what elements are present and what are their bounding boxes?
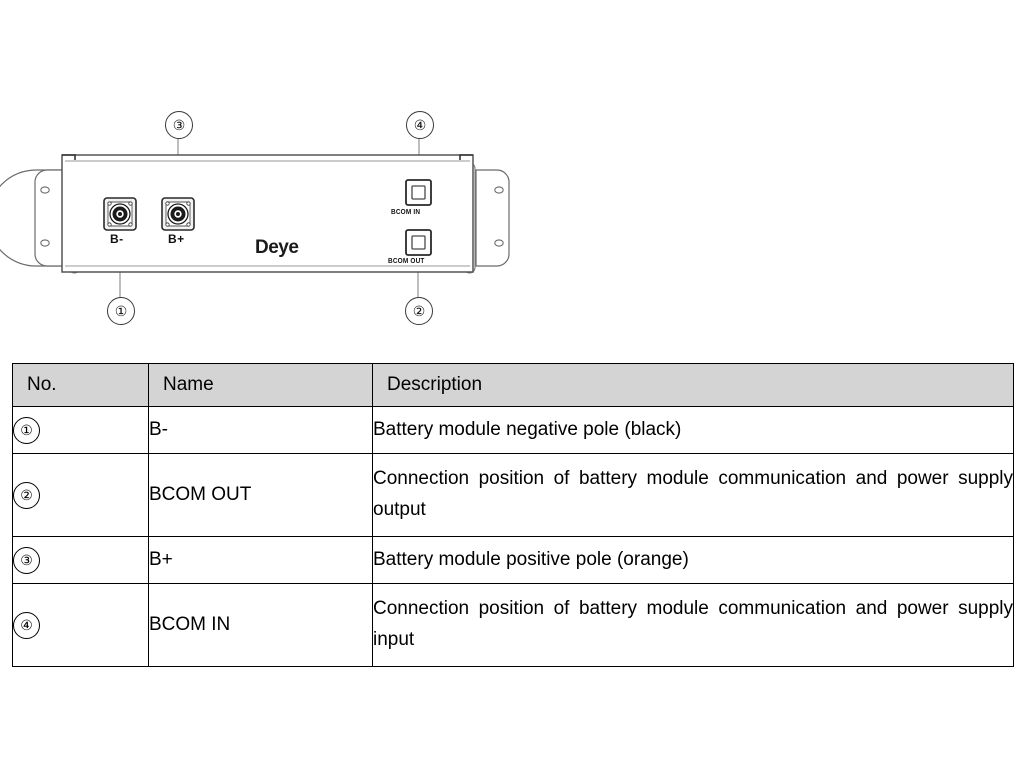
row-number-cell: ③ (12, 536, 149, 584)
row-name-cell: BCOM OUT (148, 453, 373, 537)
row-number-circle: ① (13, 416, 40, 444)
row-description-cell: Connection position of battery module co… (372, 453, 1014, 537)
callout-marker-2: ② (405, 297, 433, 325)
label-bcom-in: BCOM IN (391, 209, 421, 216)
column-header-description: Description (372, 363, 1014, 407)
row-name-cell: B- (148, 406, 373, 454)
connector-b-positive (161, 197, 195, 231)
label-b-positive: B+ (168, 232, 185, 246)
battery-module-drawing (0, 138, 510, 298)
row-number-cell: ① (12, 406, 149, 454)
right-mounting-bracket (475, 169, 510, 267)
row-name-cell: B+ (148, 536, 373, 584)
chassis-body (61, 154, 474, 273)
row-number-circle: ④ (13, 611, 40, 639)
deye-brand-logo: Deye (255, 237, 299, 258)
table-row: ① B- Battery module negative pole (black… (12, 406, 1014, 454)
row-number-circle: ② (13, 481, 40, 509)
bracket-hole-right-bottom (494, 239, 504, 247)
table-row: ④ BCOM IN Connection position of battery… (12, 583, 1014, 667)
port-bcom-out (405, 229, 432, 256)
table-row: ② BCOM OUT Connection position of batter… (12, 453, 1014, 537)
row-description-cell: Battery module positive pole (orange) (372, 536, 1014, 584)
table-row: ③ B+ Battery module positive pole (orang… (12, 536, 1014, 584)
label-bcom-out: BCOM OUT (388, 258, 425, 265)
callout-marker-1: ① (107, 297, 135, 325)
port-bcom-in (405, 179, 432, 206)
battery-module-figure: B- B+ BCOM IN BCOM OUT Deye ③ ④ ① ② (0, 0, 1024, 350)
callout-marker-4: ④ (406, 111, 434, 139)
row-number-cell: ② (12, 453, 149, 537)
column-header-no: No. (12, 363, 149, 407)
row-description-cell: Battery module negative pole (black) (372, 406, 1014, 454)
bracket-hole-left-top (40, 186, 50, 194)
row-description-cell: Connection position of battery module co… (372, 583, 1014, 667)
row-number-circle: ③ (13, 546, 40, 574)
row-number-cell: ④ (12, 583, 149, 667)
parts-legend-table: No. Name Description ① B- Battery module… (12, 363, 1014, 667)
label-b-negative: B- (110, 232, 124, 246)
row-name-cell: BCOM IN (148, 583, 373, 667)
connector-b-negative (103, 197, 137, 231)
callout-marker-3: ③ (165, 111, 193, 139)
bracket-hole-right-top (494, 186, 504, 194)
left-mounting-bracket (0, 169, 69, 267)
bracket-hole-left-bottom (40, 239, 50, 247)
column-header-name: Name (148, 363, 373, 407)
table-header-row: No. Name Description (12, 363, 1014, 407)
